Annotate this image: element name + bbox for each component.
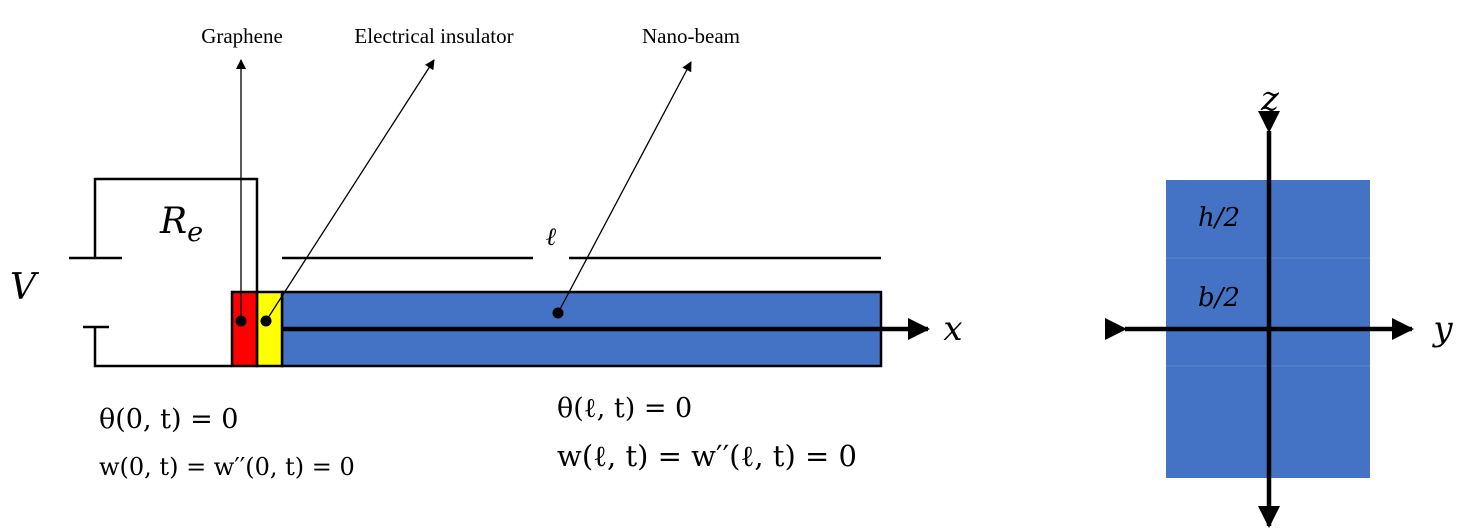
left-w-condition: w(0, t) = w′′(0, t) = 0 [99, 453, 355, 481]
h-half-label: h/2 [1198, 203, 1240, 233]
circuit-top-wire [93, 177, 259, 292]
left-theta-condition: θ(0, t) = 0 [99, 404, 238, 435]
z-axis-label: z [1260, 79, 1280, 119]
b-half-label: b/2 [1198, 283, 1240, 313]
circuit [69, 177, 259, 368]
insulator-marker [260, 315, 272, 327]
resistance-base: R [159, 201, 187, 242]
right-theta-condition: θ(ℓ, t) = 0 [557, 393, 692, 424]
insulator-layer [255, 290, 284, 368]
nanobeam-leader-line [557, 61, 692, 314]
length-symbol: ℓ [546, 222, 557, 251]
graphene-marker [235, 315, 247, 327]
cross-section: z y h/2 b/2 [1105, 79, 1453, 528]
graphene-label: Graphene [201, 24, 283, 48]
y-axis-label: y [1431, 309, 1453, 349]
nanobeam-label: Nano-beam [642, 24, 740, 48]
voltage-symbol: V [10, 267, 40, 308]
graphene-layer [230, 290, 259, 368]
right-w-condition: w(ℓ, t) = w′′(ℓ, t) = 0 [557, 439, 857, 473]
resistance-subscript: e [187, 217, 203, 248]
insulator-leader-line [265, 59, 435, 322]
x-axis-label: x [943, 309, 962, 349]
nanobeam-marker [552, 307, 564, 319]
circuit-bottom-wire [93, 327, 232, 368]
resistance-symbol: Re [159, 201, 203, 248]
insulator-label: Electrical insulator [354, 24, 513, 48]
